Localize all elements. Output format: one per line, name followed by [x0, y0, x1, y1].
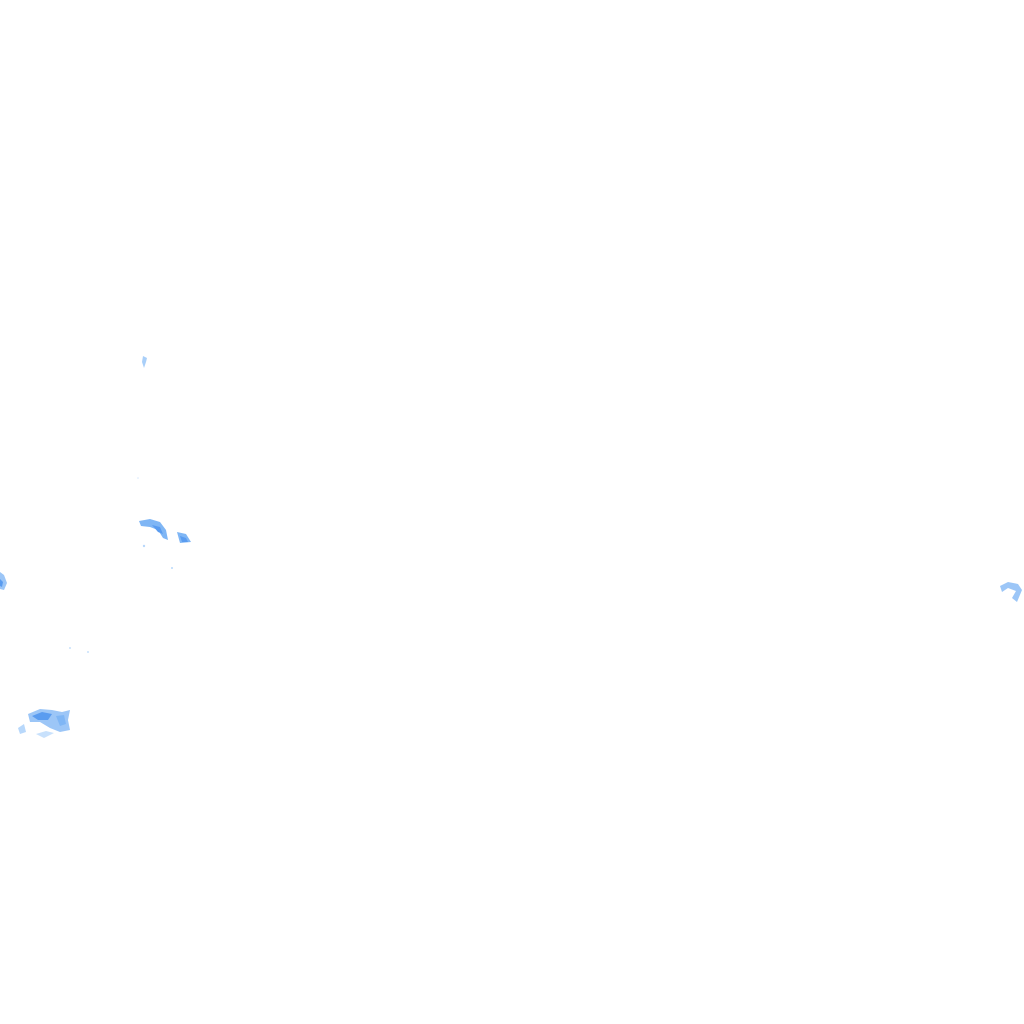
overlay-patch	[18, 724, 26, 734]
overlay-patch	[142, 356, 147, 368]
overlay-patch	[152, 525, 163, 534]
overlay-patch	[139, 519, 168, 540]
overlay-patch	[1000, 582, 1022, 602]
overlay-patch	[32, 712, 52, 720]
overlay-patch	[180, 536, 188, 542]
overlay-speck	[69, 647, 71, 649]
overlay-patch	[56, 715, 66, 726]
overlay-speck	[87, 651, 89, 653]
overlay-speck	[171, 567, 173, 569]
overlay-patch	[36, 731, 54, 738]
overlay-speck	[137, 477, 139, 479]
overlay-speck	[142, 544, 146, 548]
overlay-patch	[0, 579, 3, 587]
